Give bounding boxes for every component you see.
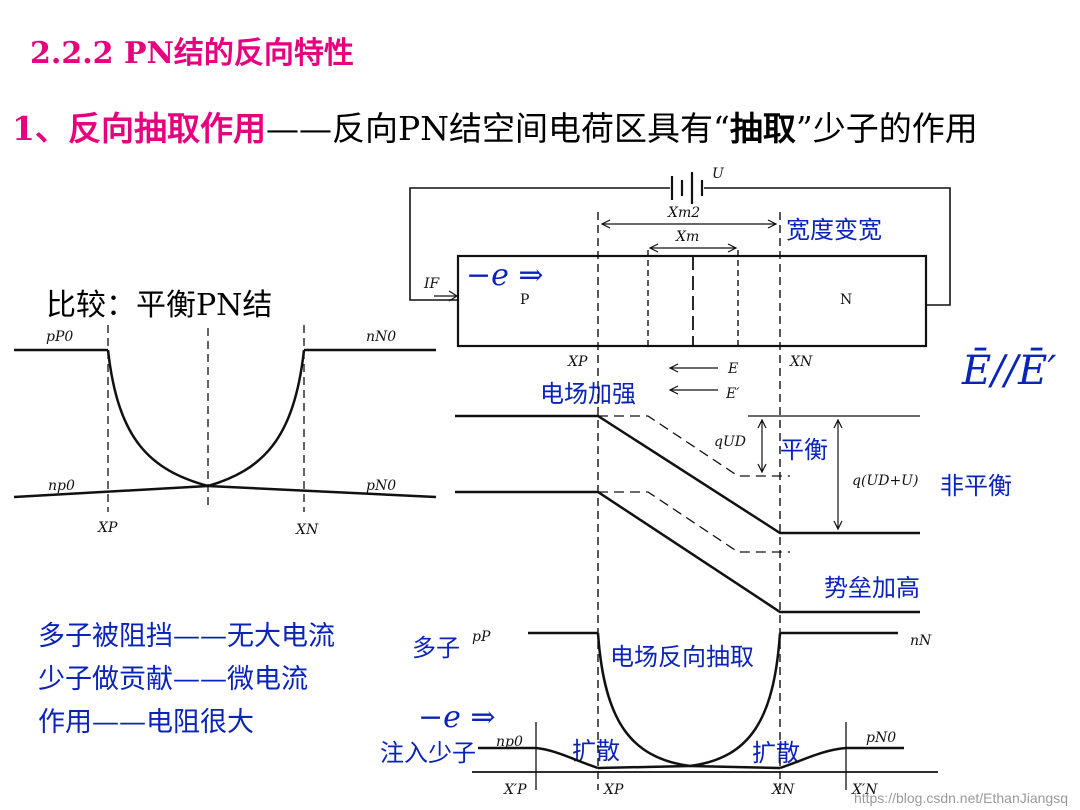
sym-e: E xyxy=(727,361,738,377)
heading-number: 1、 xyxy=(12,109,68,148)
e-field-arrow xyxy=(668,363,718,373)
np0-curve xyxy=(478,746,599,770)
biased-circuit xyxy=(409,172,951,790)
sym-xn: XN xyxy=(789,354,813,370)
sym-xn-prime: X′N xyxy=(851,782,878,798)
slide-title: 2.2.2 PN结的反向特性 xyxy=(30,36,354,71)
band-lower-equilibrium xyxy=(598,491,790,553)
electron-label-top: −e ⇒ xyxy=(466,258,544,293)
wire-right xyxy=(704,187,951,306)
band-upper-equilibrium xyxy=(598,415,790,477)
sym-np0: np0 xyxy=(496,734,523,750)
sym-pno: pN0 xyxy=(366,478,396,494)
label-field-stronger: 电场加强 xyxy=(540,380,636,408)
sym-n-region: N xyxy=(840,292,852,308)
sym-ppo: pP0 xyxy=(46,329,73,345)
band-lower xyxy=(455,490,920,614)
xm-arrowheads xyxy=(648,243,738,253)
sym-if: IF xyxy=(423,276,441,292)
section-heading: 1、反向抽取作用——反向PN结空间电荷区具有“抽取”少子的作用 xyxy=(12,102,978,150)
pno-tail xyxy=(207,484,437,499)
pp-bottom xyxy=(689,764,781,770)
sym-u: U xyxy=(712,166,725,182)
sym-qudu: q(UD+U) xyxy=(852,473,918,489)
sym-xp-left: XP xyxy=(97,520,118,536)
sym-qud: qUD xyxy=(714,434,746,450)
note-minority: 少子做贡献——微电流 xyxy=(38,664,308,695)
note-resistance: 作用——电阻很大 xyxy=(38,707,254,738)
watermark: https://blog.csdn.net/EthanJiangsq xyxy=(853,790,1068,806)
xm2-arrowheads xyxy=(600,219,778,229)
heading-topic: 反向抽取作用 xyxy=(67,109,266,148)
heading-emphasis: 抽取 xyxy=(729,109,796,148)
battery-icon xyxy=(670,172,704,204)
label-diffusion-right: 扩散 xyxy=(752,739,800,767)
sym-p-region: P xyxy=(520,292,529,308)
qud-arrow xyxy=(757,418,767,474)
sym-xn-bottom: XN xyxy=(771,782,795,798)
wire-left xyxy=(409,187,670,301)
field-relation: Ē//Ē′ xyxy=(962,348,1057,394)
label-barrier-higher: 势垒加高 xyxy=(824,574,920,602)
nn-extraction-curve xyxy=(689,632,782,768)
n-decay-curve xyxy=(207,349,306,488)
pn0-curve xyxy=(779,746,904,770)
pp-extraction-curve xyxy=(596,632,691,768)
sym-xm2: Xm2 xyxy=(667,205,700,221)
heading-desc-after: ”少子的作用 xyxy=(795,109,978,148)
note-majority: 多子被阻挡——无大电流 xyxy=(38,621,335,652)
p-decay-curve xyxy=(106,349,209,488)
label-majority: 多子 xyxy=(412,634,460,662)
label-equilibrium: 平衡 xyxy=(780,436,828,464)
sym-nn: nN xyxy=(910,633,932,649)
npo-tail xyxy=(13,484,209,499)
band-upper xyxy=(455,414,920,535)
heading-desc-before: 反向PN结空间电荷区具有“ xyxy=(331,109,730,148)
label-nonequilibrium: 非平衡 xyxy=(940,472,1012,500)
sym-npo: np0 xyxy=(48,478,75,494)
qudu-arrow xyxy=(833,418,843,531)
heading-dash: —— xyxy=(265,109,332,148)
label-width-wider: 宽度变宽 xyxy=(786,216,882,244)
nn-bottom xyxy=(597,764,691,770)
pn-bar xyxy=(456,254,928,348)
reverse-bias-plot xyxy=(472,631,938,790)
sym-xp: XP xyxy=(567,354,588,370)
label-inject-minority: 注入少子 xyxy=(380,739,476,767)
energy-band-plot xyxy=(455,414,920,614)
sym-pn0: pN0 xyxy=(866,730,896,746)
sym-xm: Xm xyxy=(675,229,699,245)
label-field-extraction: 电场反向抽取 xyxy=(610,643,754,671)
sym-pp: pP xyxy=(472,629,491,645)
equilibrium-plot xyxy=(13,325,437,512)
sym-xp-bottom: XP xyxy=(603,782,624,798)
sym-xn-left: XN xyxy=(295,522,319,538)
sym-e-prime: E′ xyxy=(725,386,740,402)
electron-label-bottom: −e ⇒ xyxy=(418,700,496,735)
e-prime-field-arrow xyxy=(668,385,718,395)
sym-xp-prime: X′P xyxy=(503,782,527,798)
compare-label: 比较：平衡PN结 xyxy=(46,288,273,323)
sym-nno: nN0 xyxy=(366,329,396,345)
